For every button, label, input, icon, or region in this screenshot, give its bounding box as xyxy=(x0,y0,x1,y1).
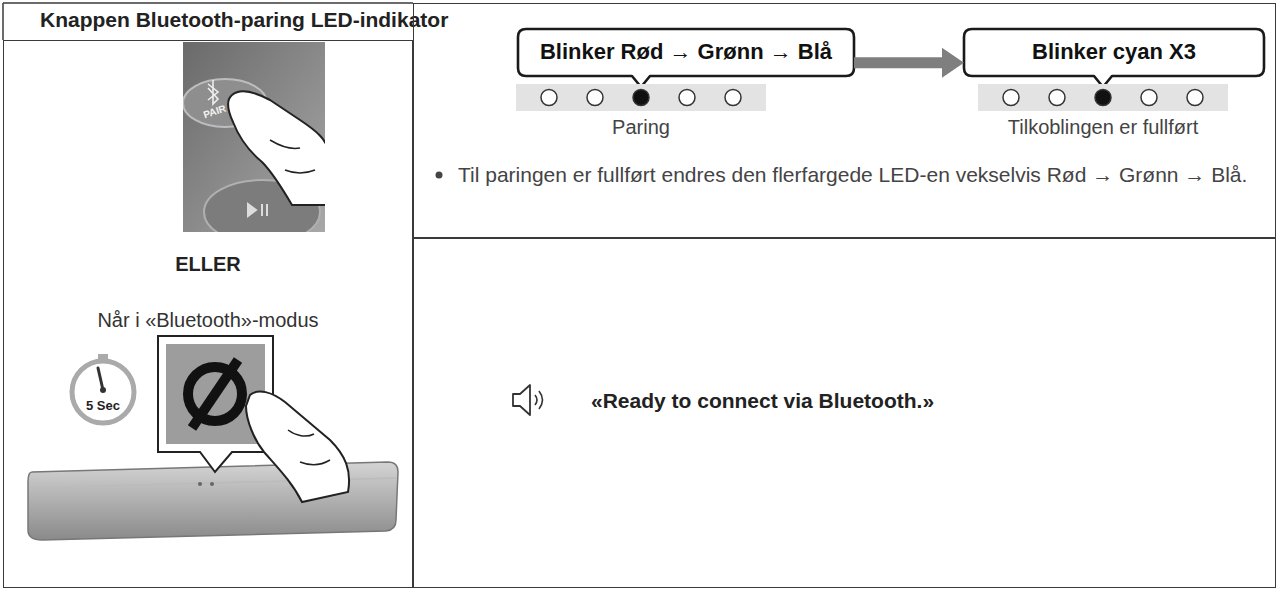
timer-icon xyxy=(72,354,134,423)
callout-text: Blinker Rød → Grønn → Blå xyxy=(518,39,854,65)
sound-wave xyxy=(539,391,543,409)
timer-needle xyxy=(98,368,103,390)
state-caption: Paring xyxy=(456,116,826,139)
alternative-word: ELLER xyxy=(4,253,412,276)
table-line xyxy=(3,2,413,4)
speaker-icon xyxy=(513,385,543,415)
mute-symbol-slash xyxy=(192,360,238,428)
hand-crease xyxy=(270,140,315,173)
led-lit xyxy=(633,90,649,106)
led-off xyxy=(541,90,557,106)
hand xyxy=(246,391,349,502)
sound-wave xyxy=(535,395,537,405)
hand-outline xyxy=(246,391,349,502)
timer-dial xyxy=(72,361,134,423)
callout-border xyxy=(964,29,1264,87)
hand xyxy=(228,91,325,205)
callout-bubble: Blinker Rød → Grønn → Blå xyxy=(518,29,854,76)
led-row xyxy=(978,84,1228,111)
led-strip: Paring xyxy=(516,84,766,111)
led-strip: Tilkoblingen er fullført xyxy=(978,84,1228,111)
flow-arrow xyxy=(854,48,964,78)
soundbar-dot xyxy=(210,482,214,486)
table-cell: «Ready to connect via Bluetooth.» xyxy=(413,238,1276,588)
led-off xyxy=(1049,90,1065,106)
table-line xyxy=(2,3,4,40)
hand-crease xyxy=(288,430,330,465)
state-caption: Tilkoblingen er fullført xyxy=(918,116,1279,139)
led-off xyxy=(1141,90,1157,106)
mode-condition: Når i «Bluetooth»-modus xyxy=(4,309,412,332)
table-cell: ELLER Når i «Bluetooth»-modus xyxy=(3,40,413,588)
button-label: PAIR xyxy=(202,103,227,121)
led-off xyxy=(725,90,741,106)
led-row xyxy=(516,84,766,111)
voice-prompt: «Ready to connect via Bluetooth.» xyxy=(591,389,934,413)
table-heading: Knappen Bluetooth-paring LED-indikator xyxy=(40,8,448,32)
timer-label: 5 Sec xyxy=(86,398,120,413)
led-lit xyxy=(1095,90,1111,106)
led-off xyxy=(679,90,695,106)
callout-text: Blinker cyan X3 xyxy=(964,39,1264,65)
callout-border xyxy=(518,29,854,87)
play-pause-glyph xyxy=(248,204,267,216)
table-cell: Til paringen er fullført endres den fler… xyxy=(413,3,1276,238)
led-off xyxy=(1003,90,1019,106)
led-off xyxy=(1187,90,1203,106)
bluetooth-glyph xyxy=(208,80,218,104)
callout-bubble: Blinker cyan X3 xyxy=(964,29,1264,76)
led-off xyxy=(587,90,603,106)
soundbar-dot xyxy=(198,482,202,486)
timer-hub xyxy=(100,387,106,393)
pair-button-photo xyxy=(183,42,325,232)
bullet-note: Til paringen er fullført endres den fler… xyxy=(458,161,1270,188)
speaker-cone xyxy=(513,385,530,415)
bullet-dot xyxy=(436,172,443,179)
